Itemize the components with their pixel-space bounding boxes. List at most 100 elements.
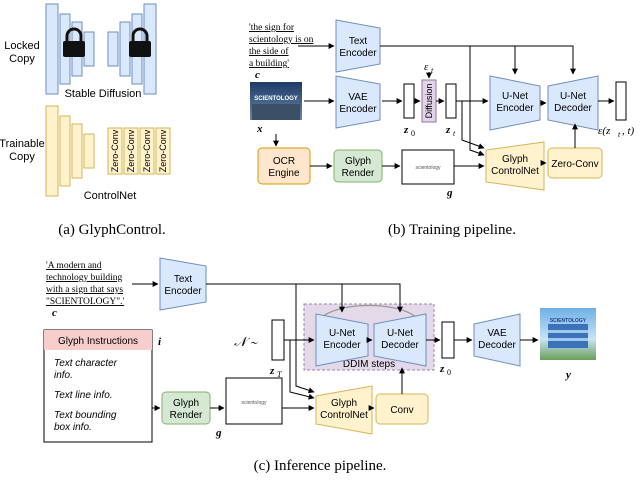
c-text-encoder-label-2: Encoder <box>164 286 202 297</box>
c-prompt-symbol: c <box>52 307 57 319</box>
b-zt-sub: t <box>453 129 456 138</box>
b-zero-conv-label: Zero-Conv <box>551 159 598 170</box>
b-output-sub: t <box>618 130 621 139</box>
c-unet-dec-label-2: Decoder <box>381 340 419 351</box>
b-glyph-image-text: scientology <box>415 165 441 171</box>
b-unet-dec-label-2: Decoder <box>554 103 592 114</box>
c-instr-4: Text bounding <box>54 410 117 421</box>
c-i-symbol: i <box>158 336 162 348</box>
c-photo-sign: SCIENTOLOGY <box>550 318 587 324</box>
b-zt-label: z <box>445 124 451 136</box>
c-conv-label: Conv <box>390 405 413 416</box>
lock-icon <box>63 27 85 57</box>
b-output-box <box>615 81 627 121</box>
panel-c: 'A modern and technology building with a… <box>43 257 596 474</box>
locked-label-1: Locked <box>4 40 39 52</box>
c-vae-dec-label-1: VAE <box>487 328 507 339</box>
locked-label-2: Copy <box>9 53 35 65</box>
b-text-encoder <box>335 19 381 73</box>
c-glyph-cn-label-1: Glyph <box>331 398 357 409</box>
caption-c: (c) Inference pipeline. <box>254 458 387 474</box>
c-z0-box <box>441 321 455 359</box>
b-glyph-render-label-2: Render <box>342 168 375 179</box>
stable-diffusion-label: Stable Diffusion <box>65 88 142 100</box>
b-prompt-1: 'the sign for <box>249 22 295 33</box>
c-g-symbol: g <box>215 427 222 439</box>
b-prompt-2: scientology is on <box>249 35 314 45</box>
c-normal-label: 𝒩 ∼ <box>234 334 258 349</box>
c-prompt-4: "SCIENTOLOGY".' <box>46 297 124 307</box>
c-vae-decoder <box>473 313 521 367</box>
c-arrow-text-cn <box>295 284 315 394</box>
zero-conv-label-4: Zero-Conv <box>158 129 168 172</box>
c-unet-enc-label-1: U-Net <box>329 328 355 339</box>
b-output-label: ε(z <box>598 125 611 137</box>
c-glyph-controlnet <box>315 385 373 435</box>
b-vae-label-2: Encoder <box>339 104 377 115</box>
c-unet-encoder <box>315 313 369 367</box>
lock-icon <box>129 27 151 57</box>
b-prompt-4: a building' <box>249 59 289 69</box>
c-vae-dec-label-2: Decoder <box>478 340 516 351</box>
c-arrow-zT-cn <box>289 340 315 400</box>
zero-conv-label-3: Zero-Conv <box>142 129 152 172</box>
b-arrow-text-cn <box>469 46 485 157</box>
c-unet-enc-label-2: Encoder <box>323 340 361 351</box>
b-text-encoder-label-1: Text <box>349 36 368 47</box>
c-glyph-cn-label-2: ControlNet <box>320 410 368 421</box>
b-unet-dec-label-1: U-Net <box>560 91 586 102</box>
c-unet-dec-label-1: U-Net <box>387 328 413 339</box>
c-instr-5: box info. <box>54 422 92 433</box>
c-glyph-image-text: scientology <box>241 400 267 406</box>
b-eps-label: ε <box>424 61 429 73</box>
b-z0-sub: 0 <box>411 129 415 138</box>
c-prompt-2: technology building <box>46 273 123 283</box>
c-text-encoder <box>159 257 207 311</box>
b-glyph-render-label-1: Glyph <box>345 156 371 167</box>
c-ddim-label: DDIM steps <box>343 359 395 370</box>
b-diffusion-label: Diffusion <box>424 84 434 119</box>
b-unet-enc-label-2: Encoder <box>496 103 534 114</box>
b-glyph-cn-label-1: Glyph <box>502 154 528 165</box>
c-z0-sub: 0 <box>447 368 451 377</box>
b-unet-decoder <box>547 75 599 131</box>
b-prompt-3: the side of <box>249 46 289 57</box>
c-arrow-text-unetdec <box>206 283 403 313</box>
panel-b: 'the sign for scientology is on the side… <box>249 19 635 238</box>
b-glyph-controlnet <box>485 141 545 191</box>
c-glyph-render-label-2: Render <box>170 410 203 421</box>
c-instr-2: info. <box>54 370 73 381</box>
c-zT-sub: T <box>277 370 282 379</box>
b-vae-label-1: VAE <box>348 92 368 103</box>
b-vae-encoder <box>335 75 381 129</box>
b-photo-sign: SCIENTOLOGY <box>254 96 298 102</box>
c-zT-box <box>271 319 285 361</box>
b-z0-label: z <box>403 124 409 136</box>
zero-conv-label-1: Zero-Conv <box>110 129 120 172</box>
panel-a: Locked Copy Stable Diffusion Trainable C… <box>0 3 171 238</box>
b-g-symbol: g <box>446 187 453 199</box>
c-glyph-instructions-title: Glyph Instructions <box>58 336 138 347</box>
b-x-symbol: x <box>256 123 263 135</box>
b-text-encoder-label-2: Encoder <box>339 48 377 59</box>
caption-b: (b) Training pipeline. <box>388 222 516 238</box>
b-unet-enc-label-1: U-Net <box>502 91 528 102</box>
b-unet-encoder <box>489 75 541 131</box>
caption-a: (a) GlyphControl. <box>58 222 165 238</box>
b-arrow-zt-cn <box>461 101 485 149</box>
controlnet-label: ControlNet <box>84 190 137 202</box>
b-output-tail: , t) <box>622 125 635 137</box>
c-y-symbol: y <box>564 369 571 381</box>
c-unet-decoder <box>373 313 427 367</box>
b-z0-box <box>403 83 415 119</box>
b-prompt-symbol: c <box>255 69 260 81</box>
zero-conv-stack: Zero-Conv Zero-Conv Zero-Conv Zero-Conv <box>107 127 171 175</box>
trainable-label-1: Trainable <box>0 138 45 150</box>
c-glyph-render-label-1: Glyph <box>173 398 199 409</box>
c-glyph-image <box>225 377 283 425</box>
c-instr-1: Text character <box>54 358 118 369</box>
c-output-photo: SCIENTOLOGY <box>540 308 596 360</box>
b-zt-box <box>445 83 457 119</box>
